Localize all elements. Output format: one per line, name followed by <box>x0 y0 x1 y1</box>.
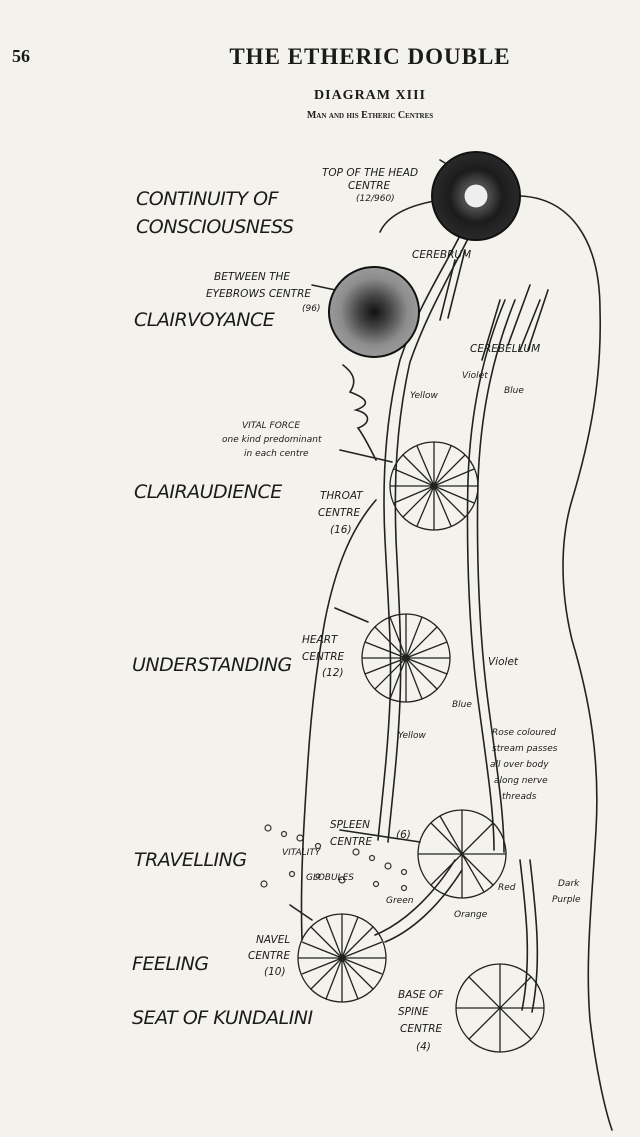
page-number: 56 <box>12 46 30 66</box>
label-throat-3: (16) <box>330 524 352 536</box>
label-heart-3: (12) <box>322 667 344 679</box>
body-outline-back <box>379 195 613 1131</box>
label-stream-violet: Violet <box>488 656 519 668</box>
top-head-centre <box>431 151 521 241</box>
label-top-head-1: TOP OF THE HEAD <box>322 167 418 179</box>
label-clairvoyance: CLAIRVOYANCE <box>134 309 275 331</box>
label-stream-green: Green <box>386 896 414 906</box>
label-navel-3: (10) <box>264 966 286 978</box>
label-rose-1: Rose coloured <box>492 728 556 738</box>
label-vital-force-3: in each centre <box>244 449 309 459</box>
label-heart-2: CENTRE <box>302 651 345 663</box>
label-top-head-2: CENTRE <box>348 180 391 192</box>
label-understanding: UNDERSTANDING <box>132 654 292 676</box>
running-title: THE ETHERIC DOUBLE <box>229 44 511 69</box>
label-base-2: SPINE <box>398 1006 429 1018</box>
label-spleen-1: SPLEEN <box>330 819 370 831</box>
label-throat-2: CENTRE <box>318 507 361 519</box>
label-travelling: TRAVELLING <box>134 849 247 871</box>
label-vitality-2: GLOBULES <box>306 873 354 883</box>
label-brow-1: BETWEEN THE <box>214 271 290 283</box>
label-stream-blue: Blue <box>452 700 472 710</box>
label-vitality-1: VITALITY <box>282 848 322 858</box>
label-stream-yellow: Yellow <box>398 731 427 741</box>
brow-centre <box>328 266 420 358</box>
label-vital-force-1: VITAL FORCE <box>242 421 300 431</box>
body-outline-front <box>300 499 377 941</box>
label-navel-1: NAVEL <box>256 934 290 946</box>
label-brow-2: EYEBROWS CENTRE <box>206 288 311 300</box>
base-spine-centre <box>455 963 545 1053</box>
label-rose-2: stream passes <box>492 744 558 754</box>
label-rose-3: all over body <box>490 760 549 770</box>
label-dark-purple-2: Purple <box>552 895 581 905</box>
label-continuity-2: CONSCIOUSNESS <box>136 216 294 238</box>
diagram-subtitle: Man and his Etheric Centres <box>306 110 434 121</box>
label-stream-blue-upper: Blue <box>504 386 524 396</box>
label-stream-yellow-upper: Yellow <box>410 391 439 401</box>
label-cerebrum: CEREBRUM <box>412 249 471 261</box>
label-vital-force-2: one kind predominant <box>222 435 322 445</box>
label-rose-5: threads <box>502 792 537 802</box>
label-dark-purple-1: Dark <box>558 879 580 889</box>
label-rose-4: along nerve <box>494 776 548 786</box>
diagram-title: DIAGRAM XIII <box>314 88 426 103</box>
heart-centre <box>361 613 451 703</box>
vitality-globules <box>260 824 408 892</box>
body-outline-face <box>342 364 377 461</box>
label-clairaudience: CLAIRAUDIENCE <box>134 481 282 503</box>
label-spleen-3: (6) <box>396 829 411 841</box>
label-base-3: CENTRE <box>400 1023 443 1035</box>
label-navel-2: CENTRE <box>248 950 291 962</box>
label-kundalini: SEAT OF KUNDALINI <box>132 1007 314 1029</box>
label-top-head-3: (12/960) <box>356 194 395 204</box>
label-spleen-2: CENTRE <box>330 836 373 848</box>
label-stream-violet-upper: Violet <box>462 371 488 381</box>
label-throat-1: THROAT <box>320 490 364 502</box>
label-base-4: (4) <box>416 1041 431 1053</box>
label-stream-red: Red <box>498 883 516 893</box>
label-feeling: FEELING <box>132 953 209 975</box>
label-cerebellum: CEREBELLUM <box>470 343 540 355</box>
label-heart-1: HEART <box>302 634 339 646</box>
label-stream-orange: Orange <box>454 910 488 920</box>
navel-centre <box>297 913 387 1003</box>
label-brow-3: (96) <box>302 304 320 314</box>
spleen-centre <box>417 809 507 899</box>
throat-centre <box>389 441 479 531</box>
label-continuity-1: CONTINUITY OF <box>136 188 280 210</box>
label-base-1: BASE OF <box>398 989 444 1001</box>
